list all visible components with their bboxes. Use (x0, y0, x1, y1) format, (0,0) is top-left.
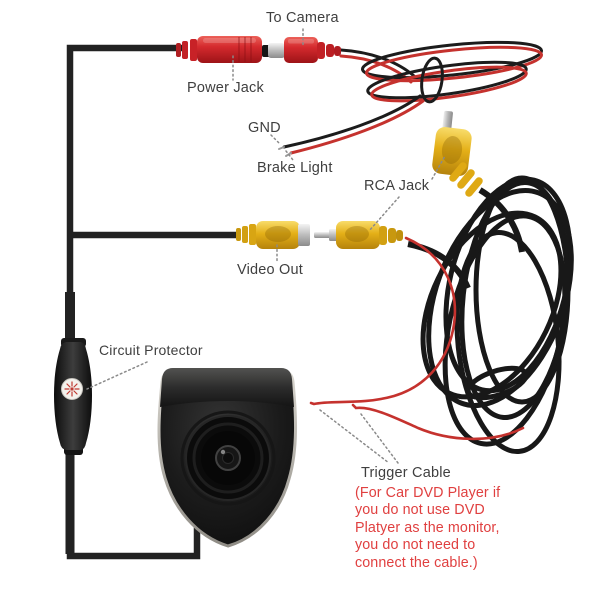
power-plug-male (262, 37, 341, 63)
leader-rca-down (368, 196, 400, 232)
label-rca-jack: RCA Jack (364, 178, 430, 194)
label-power-jack: Power Jack (187, 80, 264, 96)
leader-gnd (270, 134, 281, 145)
label-video-out: Video Out (237, 262, 304, 278)
black-cable-coil (407, 175, 574, 455)
label-trigger-cable: Trigger Cable (361, 465, 451, 481)
gnd-brake-wire-end (278, 94, 425, 157)
leader-trigger-b (360, 413, 399, 464)
leader-lines (86, 28, 446, 464)
schematic-cable-outline (65, 44, 241, 560)
protector-label-sticker (61, 378, 83, 400)
leader-rca-up (431, 155, 446, 180)
power-jack-female (176, 36, 262, 63)
power-wire-red-black (278, 40, 544, 157)
camera-top-cap (160, 368, 294, 407)
label-circuit-protector: Circuit Protector (99, 342, 203, 358)
trigger-wires-red (309, 236, 525, 441)
leader-trigger-a (319, 409, 390, 464)
label-gnd: GND (248, 120, 281, 136)
label-trigger-note: (For Car DVD Player if you do not use DV… (355, 485, 501, 571)
leader-circuit-protector (86, 361, 148, 390)
circuit-protector-fuse (54, 338, 92, 455)
label-brake-light: Brake Light (257, 160, 333, 176)
camera (157, 368, 297, 548)
lens-glint (220, 449, 226, 455)
leader-brake-light (285, 150, 294, 161)
camera-lens (180, 410, 276, 506)
rca-jack-top-strain-relief (449, 162, 483, 197)
rca-jack-top (432, 110, 483, 197)
label-to-camera: To Camera (266, 10, 339, 26)
video-out-male-rca (314, 221, 403, 249)
video-out-female-rca (236, 221, 310, 249)
